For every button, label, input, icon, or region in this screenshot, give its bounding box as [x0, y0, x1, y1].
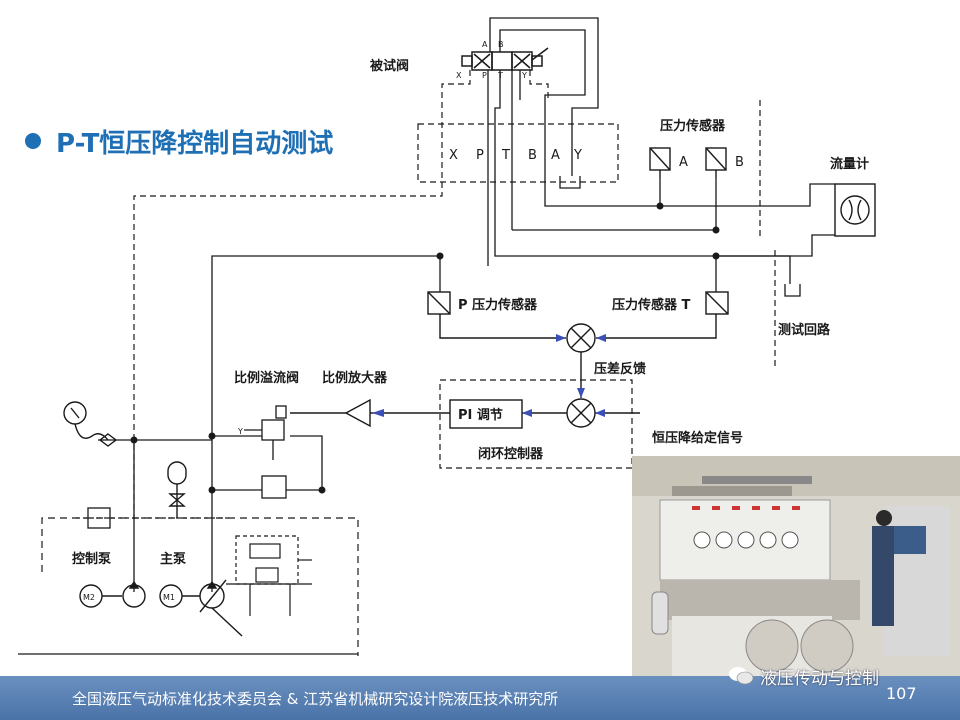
port-a: A: [551, 148, 560, 163]
pressure-gauge-icon: [63, 401, 118, 447]
pressure-drop-setpoint-label: 恒压降给定信号: [652, 430, 743, 446]
control-pump-icon: [122, 580, 146, 608]
tested-valve: [461, 47, 549, 71]
main-pump-icon: [199, 579, 243, 637]
proportional-relief-valve-icon: [212, 405, 287, 460]
test-circuit-label: 测试回路: [778, 322, 831, 338]
junction-dot: [436, 252, 444, 260]
closed-loop-controller-label: 闭环控制器: [478, 446, 544, 462]
pressure-sensor-a-icon: [649, 147, 671, 178]
pressure-sensor-b-icon: [705, 147, 727, 178]
proportional-relief-valve-label: 比例溢流阀: [234, 370, 299, 386]
flow-meter-label: 流量计: [830, 156, 869, 172]
pressure-diff-feedback-label: 压差反馈: [594, 361, 646, 377]
brand-watermark: 液压传动与控制: [728, 662, 879, 690]
valve-port-a: A: [482, 40, 488, 49]
sensor-a-letter: A: [679, 155, 688, 170]
junction-dot: [712, 252, 720, 260]
motor-m2-icon: [79, 584, 122, 608]
sensor-b-letter: B: [735, 155, 744, 170]
p-pressure-sensor-icon: [427, 291, 451, 315]
t-pressure-sensor-label: 压力传感器 T: [612, 297, 691, 313]
junction-dot: [656, 202, 664, 210]
proportional-amplifier-label: 比例放大器: [322, 370, 388, 386]
t-pressure-sensor-icon: [705, 291, 729, 315]
motor-m2-label: M2: [83, 593, 95, 602]
port-p: P: [476, 148, 484, 163]
accumulator-icon: [167, 461, 187, 518]
junction-dot: [712, 226, 720, 234]
page-number: 107: [886, 684, 917, 703]
valve-port-y: Y: [521, 71, 527, 80]
title-bullet-icon: [25, 133, 41, 149]
control-pump-label: 控制泵: [72, 551, 111, 567]
signal-arrow-icon: [595, 409, 605, 417]
port-x: X: [449, 148, 458, 163]
motor-m1-icon: [159, 584, 200, 608]
junction-dot: [208, 486, 216, 494]
port-y: Y: [573, 148, 582, 163]
footer-text: 全国液压气动标准化技术委员会 & 江苏省机械研究设计院液压技术研究所: [72, 690, 559, 708]
wechat-icon: [728, 665, 754, 687]
test-bench-photo: [632, 456, 960, 676]
closed-loop-controller-box: [439, 379, 633, 469]
footer-bar: [0, 676, 960, 720]
pi-regulator-box: [449, 399, 523, 429]
page-title: P-T恒压降控制自动测试: [56, 128, 333, 159]
main-pump-label: 主泵: [160, 551, 186, 567]
pressure-sensor-label: 压力传感器: [660, 118, 726, 134]
signal-arrow-icon: [372, 409, 384, 417]
flow-meter-icon: [834, 183, 876, 237]
motor-m1-label: M1: [163, 593, 175, 602]
junction-dot: [130, 436, 138, 444]
valve-port-p: P: [482, 71, 487, 80]
pump-control-block: [226, 535, 312, 616]
port-b: B: [528, 148, 537, 163]
port-t: T: [501, 148, 510, 163]
brand-text: 液压传动与控制: [760, 668, 879, 689]
signal-arrow-icon: [522, 409, 532, 417]
valve-port-x: X: [456, 71, 462, 80]
valve-port-b: B: [498, 40, 504, 49]
signal-arrow-icon: [577, 388, 585, 398]
signal-arrow-icon: [556, 334, 566, 342]
signal-arrow-icon: [596, 334, 606, 342]
relief-port-y: Y: [237, 427, 243, 436]
tested-valve-label: 被试阀: [369, 58, 409, 74]
p-pressure-sensor-label: P 压力传感器: [458, 297, 538, 313]
pi-regulator-label: PI 调节: [458, 407, 503, 423]
junction-dot: [318, 486, 326, 494]
